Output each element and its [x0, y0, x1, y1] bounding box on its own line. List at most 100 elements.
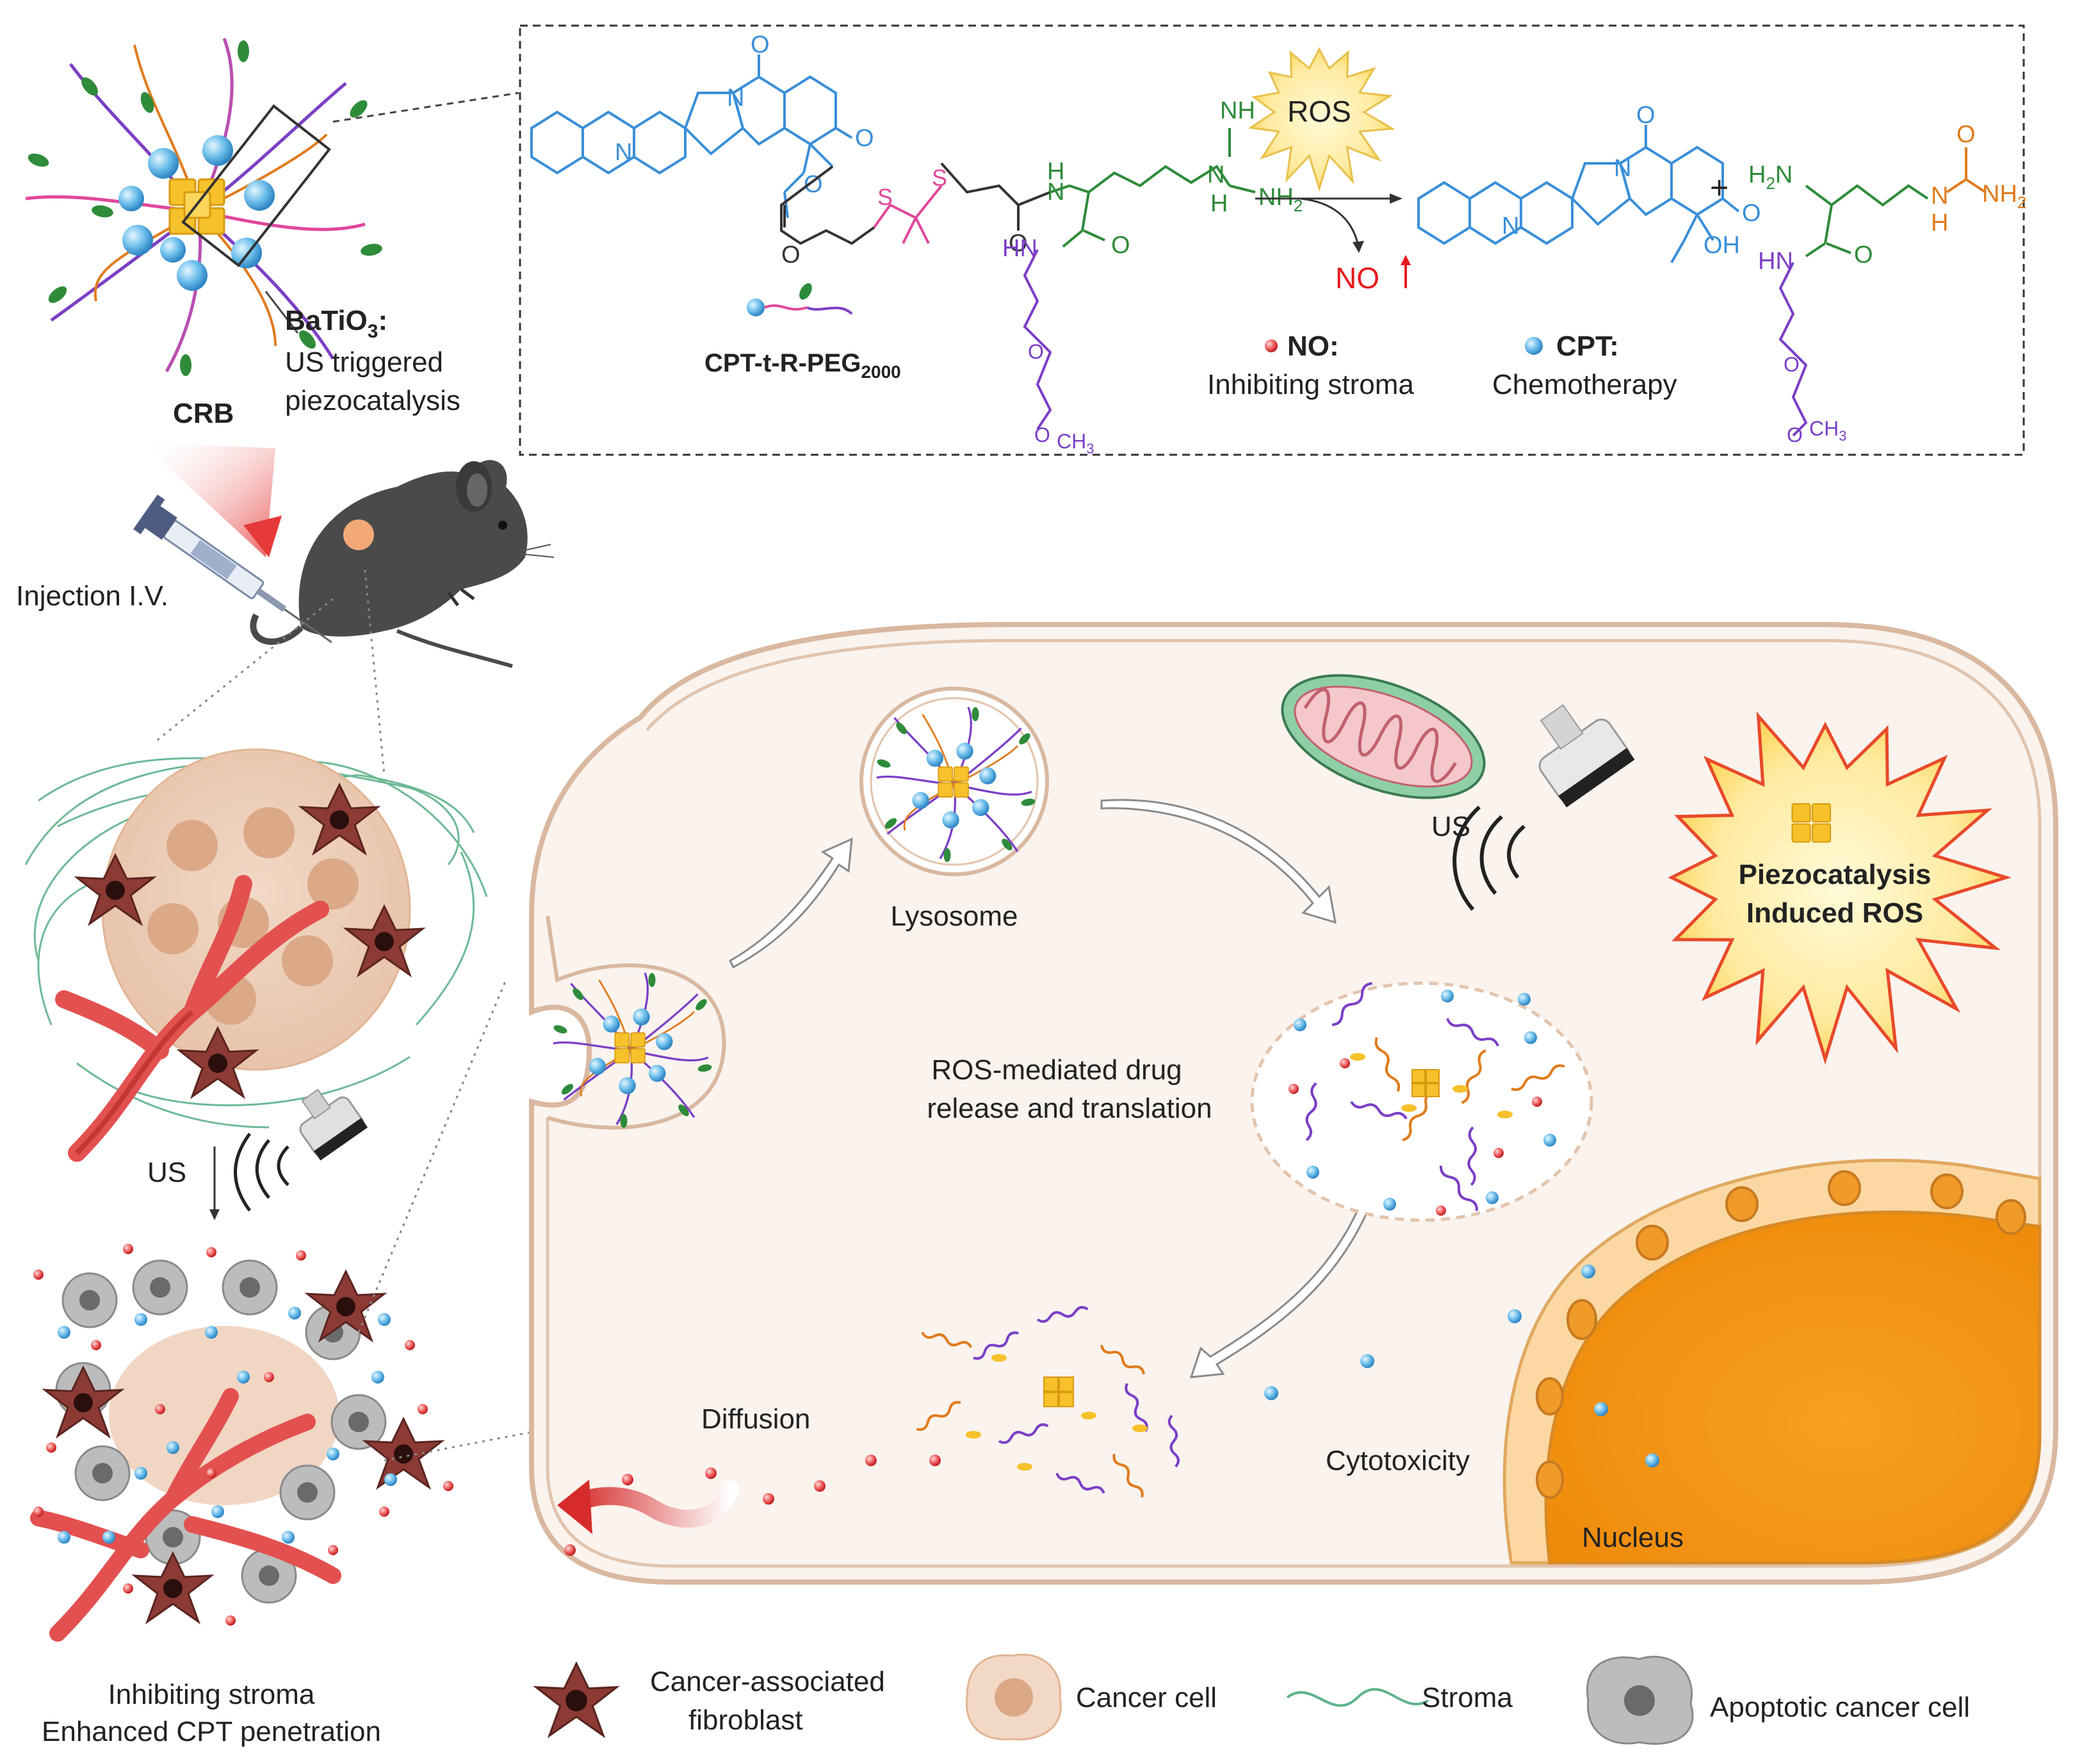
syringe-icon: [133, 494, 332, 643]
cpt-dot: [205, 1326, 218, 1339]
zoom-line-bottom: [264, 291, 299, 334]
legend-stroma: Stroma: [1422, 1682, 1513, 1713]
reaction-arrowhead: [1390, 193, 1403, 204]
byproduct-structure: [1778, 147, 1987, 437]
release-label-line1: ROS-mediated drug: [931, 1054, 1182, 1086]
cpt-dot: [102, 1531, 115, 1544]
diffusion-label: Diffusion: [701, 1403, 810, 1435]
chemistry-box: [519, 24, 2025, 456]
atom-h2n: H2N: [1748, 161, 1793, 193]
treatment-arrowhead: [209, 1209, 220, 1220]
cpt-dot: [1441, 990, 1454, 1002]
ros-burst: [1248, 47, 1395, 192]
no-dot: [1289, 1084, 1299, 1094]
atom-s: S: [932, 165, 947, 191]
ros-fragment: [1497, 1111, 1513, 1118]
crb-beam: [141, 442, 275, 557]
atom-nh: NH: [1220, 97, 1255, 124]
no-dot: [206, 1247, 216, 1257]
lysosome-nanoparticle: [876, 706, 1036, 862]
cpt-dot: [1518, 993, 1531, 1006]
tumor-caption-line1: Inhibiting stroma: [108, 1679, 315, 1710]
no-dot: [155, 1404, 165, 1414]
cpt-dot: [371, 1371, 384, 1384]
batio3-desc-line2: piezocatalysis: [285, 385, 460, 416]
peg-fragment: [921, 1331, 973, 1348]
released-contents: [1289, 982, 1565, 1216]
side-arrowhead: [1353, 241, 1364, 253]
no-dot: [296, 1250, 306, 1261]
zoom-dotted-2: [364, 569, 386, 776]
cpt-dot: [237, 1371, 250, 1384]
peg-fragment: [1439, 1165, 1478, 1211]
ros-fragment: [1081, 1412, 1096, 1419]
no-dot: [225, 1615, 236, 1626]
peg-fragment: [1511, 1064, 1565, 1091]
atom-n: N: [1047, 179, 1064, 206]
cpt-dot: [134, 1467, 147, 1480]
cpt-structure: [1417, 125, 1740, 263]
lysosome: [859, 687, 1049, 876]
batio3-cube-icon: [1411, 1069, 1440, 1097]
ros-fragment: [1350, 1053, 1365, 1061]
conjugate-icon: [747, 283, 853, 316]
zoom-dotted-3: [357, 979, 507, 1333]
ros-fragment: [966, 1431, 981, 1439]
atom-s: S: [877, 184, 893, 210]
batio3-desc-line1: US triggered: [285, 347, 443, 378]
atom-nh2: NH2: [1258, 184, 1303, 215]
atom-o: O: [1111, 232, 1130, 259]
no-dot: [814, 1480, 825, 1492]
crb-arrowhead: [243, 516, 282, 557]
cpt-dot: [327, 1448, 339, 1460]
cpt-legend-title: CPT:: [1556, 331, 1619, 362]
no-dot: [405, 1340, 415, 1350]
atom-hn: HN: [1002, 235, 1037, 262]
no-dot: [328, 1545, 338, 1555]
peg-fragment: [1446, 1018, 1499, 1047]
atom-h: H: [1931, 209, 1948, 236]
atom-h: H: [1047, 158, 1064, 185]
legend-caf-icon: [533, 1661, 620, 1738]
tumor-us-label: US: [147, 1157, 186, 1188]
ros-fragment: [1132, 1425, 1148, 1432]
atom-o: O: [1636, 102, 1655, 129]
no-legend-title: NO:: [1287, 331, 1339, 362]
atom-o: O: [751, 31, 770, 58]
atom-o: O: [1034, 423, 1050, 446]
mouse-illustration: [250, 460, 555, 668]
ros-label: ROS: [1287, 95, 1351, 128]
atom-n: N: [1502, 213, 1519, 240]
ros-fragment: [1401, 1104, 1417, 1112]
side-arrow: [1299, 197, 1359, 244]
no-dot: [206, 1468, 216, 1478]
cpt-dot: [1594, 1402, 1608, 1416]
legend-apoptotic: Apoptotic cancer cell: [1710, 1692, 1970, 1723]
cpt-dot: [58, 1531, 70, 1544]
no-dot: [91, 1340, 101, 1350]
no-dot: [705, 1467, 717, 1479]
no-dot: [379, 1507, 389, 1517]
atom-o: O: [1742, 200, 1761, 227]
cpt-dot: [134, 1313, 147, 1326]
peg-fragment: [973, 1331, 1019, 1360]
flow-arrows: [729, 799, 1372, 1378]
ros-fragment: [1452, 1085, 1468, 1093]
no-dot-icon: [1265, 339, 1278, 352]
atom-n: N: [615, 139, 632, 166]
release-label-line2: release and translation: [927, 1093, 1212, 1124]
legend-cancer-cell-icon: [965, 1653, 1062, 1741]
no-dot: [763, 1493, 774, 1505]
cpt-dot: [211, 1505, 224, 1518]
peg-fragment: [1305, 1082, 1317, 1141]
ultrasound-waves-icon: [234, 1132, 289, 1212]
lysosome-inner-membrane: [870, 697, 1039, 866]
dispersed-fragments: [916, 1306, 1180, 1498]
ruptured-lysosome: [1250, 981, 1593, 1222]
cell-ultrasound-probe-icon: [1538, 704, 1635, 808]
cpt-dot: [378, 1313, 391, 1326]
cpt-dot-icon: [1525, 337, 1543, 355]
injection-label: Injection I.V.: [16, 580, 168, 612]
peg-fragment: [1461, 1049, 1486, 1104]
